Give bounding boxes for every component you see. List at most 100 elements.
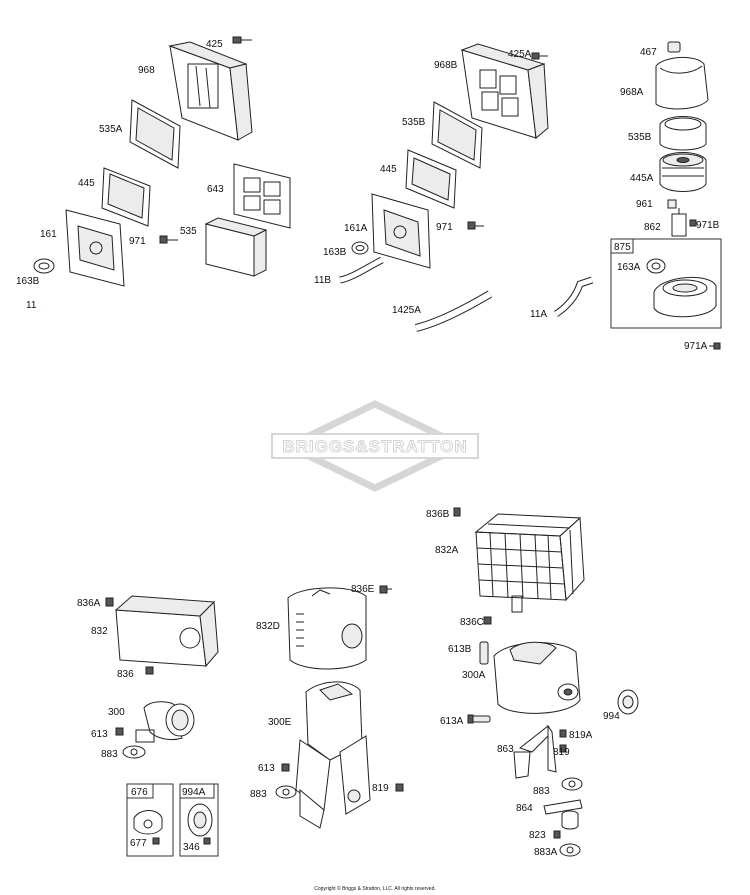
label-971B: 971B [696,220,720,231]
screw-971-b [467,221,484,230]
label-819A: 819A [569,730,593,741]
label-467: 467 [640,47,657,58]
label-11B: 11B [314,275,331,286]
part-labels: 425 968 535A 445 643 535 161 971 163B 11… [16,39,720,858]
label-968: 968 [138,65,155,76]
breather-tube-11 [39,279,76,312]
screw-819A [559,729,567,738]
label-863: 863 [497,744,514,755]
label-875: 875 [614,242,631,253]
label-535B: 535B [402,117,426,128]
screw-613-a [115,727,124,736]
gasket-643 [233,163,291,229]
gasket-883-c [561,777,583,791]
air-cleaner-cover-968A [655,57,709,110]
breather-tube-11A [553,276,594,317]
screw-836C [483,616,492,625]
label-613-b: 613 [258,763,275,774]
bolt-613A [467,714,491,724]
screw-971A [709,342,721,350]
label-11A: 11A [530,309,547,320]
label-677: 677 [130,838,147,849]
label-535A: 535A [99,124,123,135]
part-994 [617,689,639,715]
label-864: 864 [516,803,533,814]
screw-971B [689,219,697,227]
label-425: 425 [206,39,223,50]
label-300A: 300A [462,670,486,681]
label-163B: 163B [16,276,40,287]
label-163A: 163A [617,262,641,273]
gasket-883A [559,843,581,857]
label-425A: 425A [508,49,532,60]
filter-535B-c [659,116,707,151]
label-994A: 994A [182,787,206,798]
screw-613B [479,641,489,665]
muffler-guard-832 [114,595,219,668]
label-161A: 161A [344,223,368,234]
label-163B-b: 163B [323,247,347,258]
knob-467 [667,41,681,53]
copyright-notice: Copyright © Briggs & Stratton, LLC. All … [314,885,436,892]
label-971-b: 971 [436,222,453,233]
kit-box-994A [179,783,219,857]
label-836A: 836A [77,598,101,609]
muffler-bracket-300E [295,681,371,829]
label-836: 836 [117,669,134,680]
watermark-text: BRIGGS&STRATTON [282,437,467,456]
label-836B: 836B [426,509,450,520]
kit-box-676 [126,783,174,857]
stud-862 [671,208,687,237]
label-161: 161 [40,229,57,240]
label-994: 994 [603,711,620,722]
nut-961 [667,199,677,209]
tube-1425A [414,290,493,332]
filter-element-445-b [405,149,457,209]
label-819: 819 [372,783,389,794]
label-961: 961 [636,199,653,210]
filter-535 [204,217,268,277]
screw-819-b [559,744,567,753]
kit-box-875 [610,238,722,329]
label-823: 823 [529,830,546,841]
gasket-883-a [122,745,146,759]
briggs-stratton-logo: BRIGGS&STRATTON [271,400,479,492]
breather-tube-11B [339,256,384,284]
label-535B-c: 535B [628,132,652,143]
screw-971 [159,235,178,244]
bracket-863 [513,724,557,779]
label-1425A: 1425A [392,305,421,316]
label-971A: 971A [684,341,708,352]
screw-425 [232,36,252,44]
base-875 [653,276,717,318]
filter-535B [431,101,483,169]
spark-arrester-guard-832A [474,513,585,613]
label-445: 445 [78,178,95,189]
gasket-883-b [275,785,297,799]
label-11: 11 [26,300,37,311]
label-832: 832 [91,626,108,637]
screw-836B [453,507,461,517]
air-cleaner-cover-968 [168,41,253,141]
label-445-b: 445 [380,164,397,175]
screw-823 [553,830,561,839]
label-836E: 836E [351,584,375,595]
label-862: 862 [644,222,661,233]
label-832A: 832A [435,545,459,556]
label-613B: 613B [448,644,472,655]
gasket-163B-b [351,241,369,255]
label-971: 971 [129,236,146,247]
gasket-163B [33,258,55,274]
muffler-300 [135,701,195,743]
screw-819-a [395,783,404,792]
label-883A: 883A [534,847,558,858]
label-883: 883 [101,749,118,760]
screw-836A [105,597,114,607]
air-cleaner-base-161 [65,209,125,287]
filter-element-445 [101,167,151,227]
label-300E: 300E [268,717,292,728]
label-613A: 613A [440,716,464,727]
label-300: 300 [108,707,125,718]
label-832D: 832D [256,621,280,632]
